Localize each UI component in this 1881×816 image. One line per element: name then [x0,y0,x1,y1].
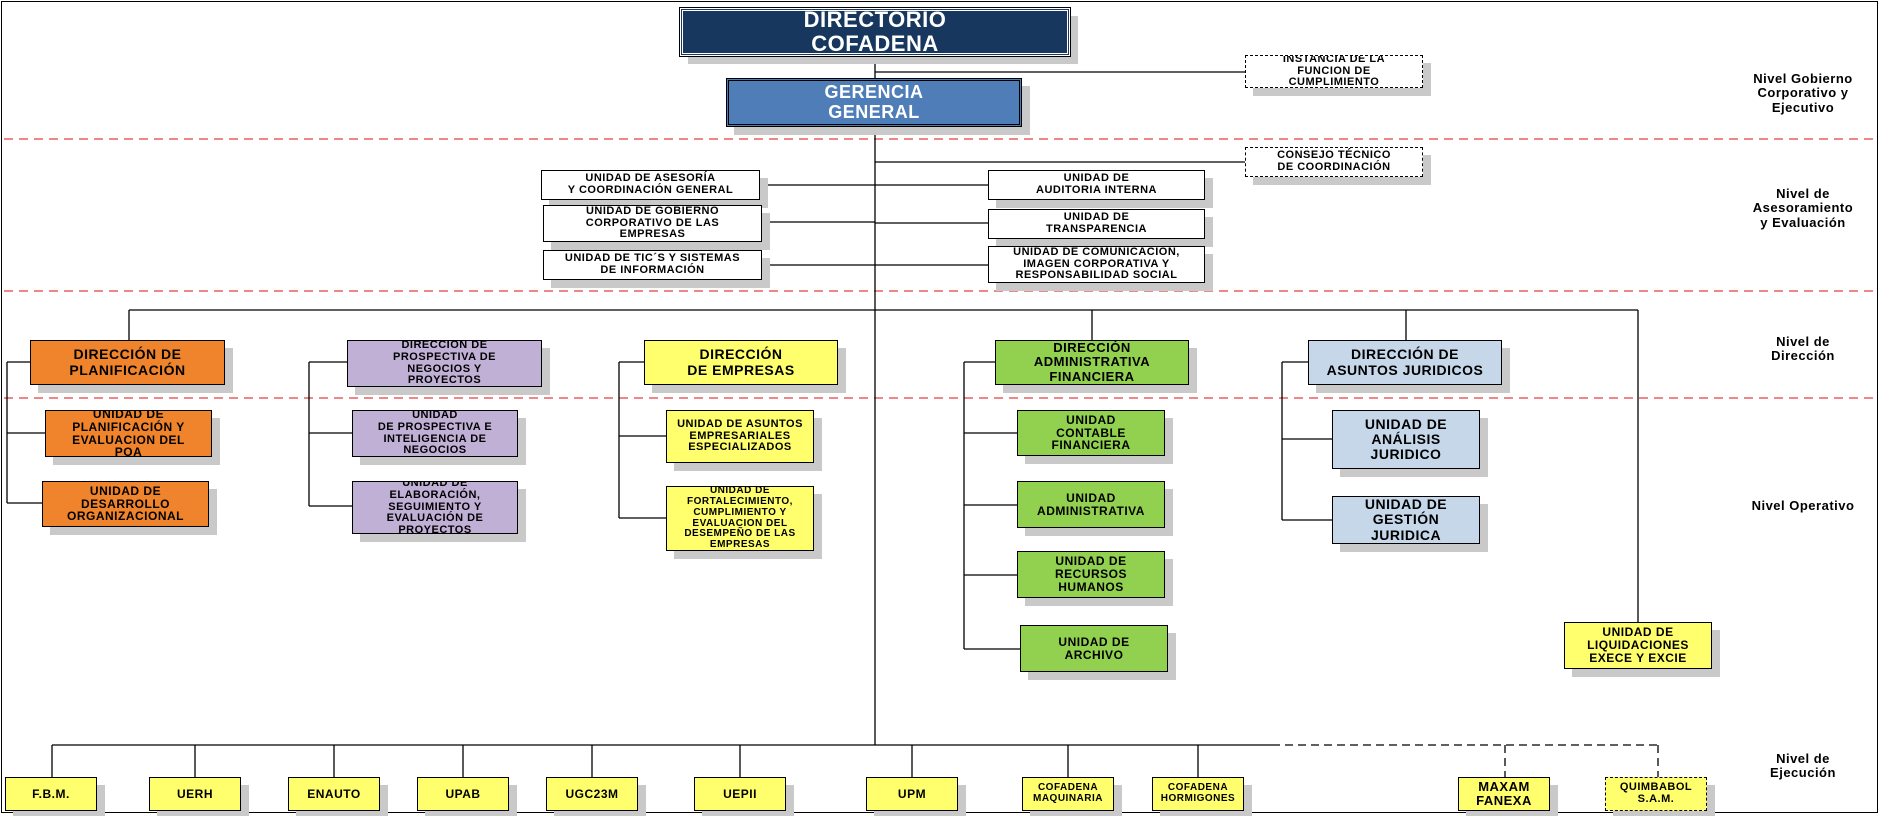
box-unidad-administrativa: UNIDAD ADMINISTRATIVA [1017,481,1165,528]
box-unidad-elaboracion-proyectos: UNIDAD DE ELABORACIÓN, SEGUIMIENTO Y EVA… [352,481,518,534]
box-unidad-desarrollo-organizacional: UNIDAD DE DESARROLLO ORGANIZACIONAL [42,481,209,527]
box-direccion-planificacion: DIRECCIÓN DE PLANIFICACIÓN [30,340,225,385]
level-separators [4,138,1877,399]
box-ejecucion-upm: UPM [866,777,958,811]
box-ejecucion-ugc23m: UGC23M [546,777,638,811]
box-ejecucion-fbm: F.B.M. [5,777,97,811]
box-unidad-recursos-humanos: UNIDAD DE RECURSOS HUMANOS [1017,551,1165,598]
box-direccion-juridicos: DIRECCIÓN DE ASUNTOS JURIDICOS [1308,340,1502,385]
box-unidad-fortalecimiento: UNIDAD DE FORTALECIMIENTO, CUMPLIMIENTO … [666,486,814,551]
box-directorio: DIRECTORIO COFADENA [679,7,1071,57]
level-label-ejecucion: Nivel de Ejecución [1770,751,1836,781]
box-unidad-asesoria: UNIDAD DE ASESORÍA Y COORDINACIÓN GENERA… [541,170,760,200]
box-ejecucion-uerh: UERH [149,777,241,811]
box-unidad-gestion-juridica: UNIDAD DE GESTIÓN JURIDICA [1332,496,1480,544]
box-unidad-prospectiva-inteligencia: UNIDAD DE PROSPECTIVA E INTELIGENCIA DE … [352,410,518,457]
box-ejecucion-quimbabol: QUIMBABOL S.A.M. [1605,777,1707,811]
box-direccion-prospectiva: DIRECCIÓN DE PROSPECTIVA DE NEGOCIOS Y P… [347,340,542,387]
box-ejecucion-cofadena-maquinaria: COFADENA MAQUINARIA [1022,777,1114,811]
box-unidad-tics: UNIDAD DE TIC´S Y SISTEMAS DE INFORMACIÓ… [543,250,762,280]
level-label-operativo: Nivel Operativo [1751,498,1855,513]
box-direccion-empresas: DIRECCIÓN DE EMPRESAS [644,340,838,385]
dashed-connectors [1272,744,1659,777]
box-ejecucion-upab: UPAB [417,777,509,811]
box-ejecucion-cofadena-hormigones: COFADENA HORMIGONES [1152,777,1244,811]
box-unidad-comunicacion: UNIDAD DE COMUNICACIÓN, IMAGEN CORPORATI… [988,246,1205,283]
box-direccion-administrativa: DIRECCIÓN ADMINISTRATIVA FINANCIERA [995,340,1189,385]
box-unidad-gobierno-corporativo: UNIDAD DE GOBIERNO CORPORATIVO DE LAS EM… [543,205,762,242]
box-unidad-analisis-juridico: UNIDAD DE ANÁLISIS JURIDICO [1332,410,1480,469]
box-unidad-planificacion-poa: UNIDAD DE PLANIFICACIÓN Y EVALUACION DEL… [45,410,212,457]
level-label-gobierno: Nivel Gobierno Corporativo y Ejecutivo [1753,71,1853,115]
box-ejecucion-uepii: UEPII [694,777,786,811]
level-label-asesoramiento: Nivel de Asesoramiento y Evaluación [1752,186,1854,230]
box-unidad-archivo: UNIDAD DE ARCHIVO [1020,625,1168,672]
level-label-direccion: Nivel de Dirección [1771,334,1835,364]
box-ejecucion-maxam-fanexa: MAXAM FANEXA [1458,777,1550,811]
box-unidad-liquidaciones: UNIDAD DE LIQUIDACIONES EXECE Y EXCIE [1564,622,1712,669]
box-instancia-cumplimiento: INSTANCIA DE LA FUNCION DE CUMPLIMIENTO [1245,55,1423,88]
box-gerencia-general: GERENCIA GENERAL [726,78,1022,127]
solid-connectors [6,57,1639,777]
box-unidad-transparencia: UNIDAD DE TRANSPARENCIA [988,209,1205,239]
box-consejo-tecnico: CONSEJO TÉCNICO DE COORDINACIÓN [1245,147,1423,177]
box-unidad-contable-financiera: UNIDAD CONTABLE FINANCIERA [1017,410,1165,456]
box-ejecucion-enauto: ENAUTO [288,777,380,811]
box-unidad-asuntos-empresariales: UNIDAD DE ASUNTOS EMPRESARIALES ESPECIAL… [666,410,814,463]
box-unidad-auditoria: UNIDAD DE AUDITORIA INTERNA [988,170,1205,200]
